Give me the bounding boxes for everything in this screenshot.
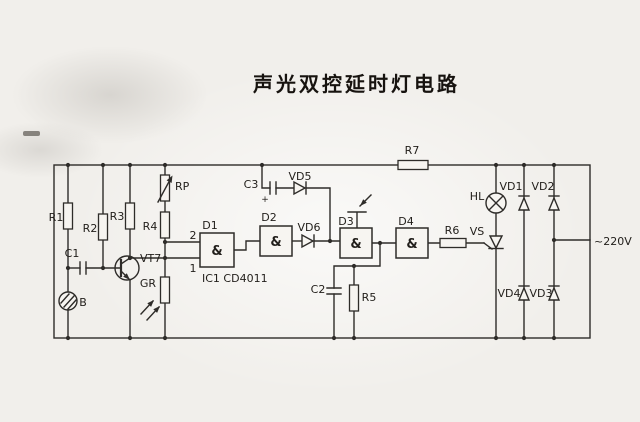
r2-label: R2 bbox=[83, 222, 98, 235]
nand-gate-d3: & D3 bbox=[338, 215, 373, 259]
r1-label: R1 bbox=[49, 211, 64, 224]
d4-label: D4 bbox=[398, 215, 413, 228]
hl-label: HL bbox=[470, 190, 485, 203]
lamp-hl: HL bbox=[470, 190, 507, 214]
vd5-label: VD5 bbox=[289, 170, 312, 183]
pin2-label: 2 bbox=[190, 229, 197, 242]
d3-and-symbol: & bbox=[350, 237, 361, 252]
c3-polarity: + bbox=[261, 195, 269, 205]
potentiometer-rp: RP bbox=[157, 174, 190, 203]
microphone: B bbox=[58, 291, 87, 311]
nand-gate-d2: & D2 bbox=[259, 211, 293, 257]
r3-label: R3 bbox=[110, 210, 125, 223]
capacitor-c1: C1 bbox=[65, 247, 87, 275]
photoresistor-gr: GR bbox=[140, 276, 171, 321]
vd4-label: VD4 bbox=[498, 287, 521, 300]
rp-label: RP bbox=[175, 180, 190, 193]
circuit-frame bbox=[53, 164, 591, 339]
d1-label: D1 bbox=[202, 219, 217, 232]
gr-label: GR bbox=[140, 277, 157, 290]
vt7-label: VT7 bbox=[140, 252, 161, 265]
nand-gate-d1: & D1 2 1 bbox=[190, 219, 235, 275]
d3-label: D3 bbox=[338, 215, 353, 228]
vd3-label: VD3 bbox=[530, 287, 553, 300]
vd6-label: VD6 bbox=[298, 221, 321, 234]
diode-vd4: VD4 bbox=[498, 285, 531, 301]
ic1-label: IC1 CD4011 bbox=[202, 272, 268, 285]
thyristor-vs: VS bbox=[470, 225, 504, 250]
c3-label: C3 bbox=[244, 178, 259, 191]
resistor-r6: R6 bbox=[439, 224, 467, 249]
nand-gate-d4: & D4 bbox=[395, 215, 429, 259]
mic-label: B bbox=[79, 296, 87, 309]
pin1-label: 1 bbox=[190, 262, 197, 275]
d2-label: D2 bbox=[261, 211, 276, 224]
capacitor-c2: C2 bbox=[311, 283, 342, 296]
diode-vd1: VD1 bbox=[500, 180, 531, 211]
r7-label: R7 bbox=[405, 144, 420, 157]
r4-label: R4 bbox=[143, 220, 158, 233]
r6-label: R6 bbox=[445, 224, 460, 237]
resistor-r5: R5 bbox=[348, 284, 377, 312]
vs-label: VS bbox=[470, 225, 485, 238]
diode-vd5: VD5 bbox=[289, 170, 312, 196]
resistor-r4: R4 bbox=[143, 211, 171, 239]
junction-dots bbox=[65, 162, 557, 341]
r5-label: R5 bbox=[362, 291, 377, 304]
vd2-label: VD2 bbox=[532, 180, 555, 193]
vd1-label: VD1 bbox=[500, 180, 523, 193]
diode-vd3: VD3 bbox=[530, 285, 561, 301]
capacitor-c3: C3 + bbox=[244, 178, 277, 205]
c2-label: C2 bbox=[311, 283, 326, 296]
resistor-r7: R7 bbox=[397, 144, 429, 171]
touch-electrode bbox=[347, 194, 372, 229]
d1-and-symbol: & bbox=[211, 244, 222, 259]
d2-and-symbol: & bbox=[270, 235, 281, 250]
mains-voltage-label: ~220V bbox=[594, 235, 632, 248]
d4-and-symbol: & bbox=[406, 237, 417, 252]
resistor-r3: R3 bbox=[110, 202, 136, 230]
photo-smudge bbox=[23, 131, 40, 136]
diode-vd2: VD2 bbox=[532, 180, 561, 211]
resistor-r1: R1 bbox=[49, 202, 74, 230]
diagram-title: 声光双控延时灯电路 bbox=[253, 72, 460, 96]
transistor-vt7: VT7 bbox=[114, 252, 161, 281]
c1-label: C1 bbox=[65, 247, 80, 260]
resistor-r2: R2 bbox=[83, 213, 109, 241]
diode-vd6: VD6 bbox=[298, 221, 321, 249]
